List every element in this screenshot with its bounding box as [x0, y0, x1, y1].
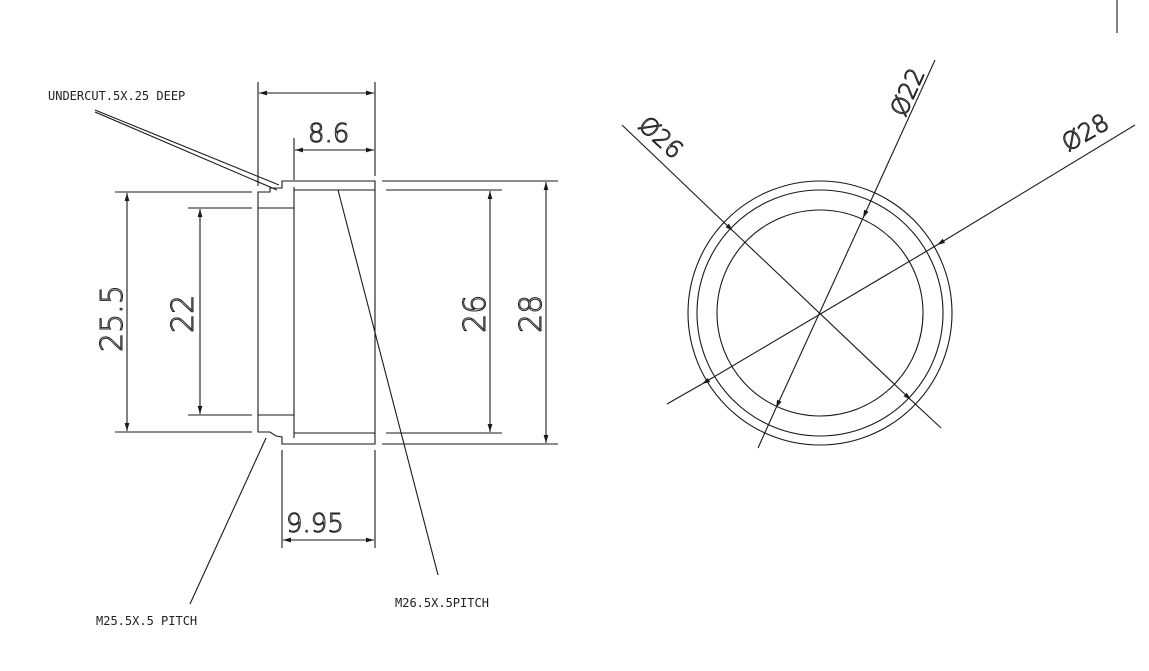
note-thread-small: M25.5X.5 PITCH [96, 614, 197, 628]
thread-length-dimension: 9.95 [281, 450, 376, 548]
thread-large-leader: M26.5X.5PITCH [337, 189, 489, 610]
note-thread-large: M26.5X.5PITCH [395, 596, 489, 610]
thread-small-leader: M25.5X.5 PITCH [96, 437, 267, 628]
thread-small-dia-dimension: 25.5 [95, 191, 252, 433]
middle-circle [696, 189, 944, 437]
outer-circle [687, 180, 953, 446]
end-view: Ø26 Ø22 Ø28 [621, 59, 1136, 449]
overall-length-dimension [257, 82, 376, 186]
dim-bore-dia: 22 [166, 295, 201, 333]
dim-step-length: 8.6 [308, 119, 349, 149]
dim-dia-28: Ø28 [1057, 108, 1114, 157]
dim-thread-small-dia: 25.5 [95, 285, 130, 352]
outer-dia-dimension: 28 [382, 180, 558, 445]
dia-26-dimension: Ø26 [621, 110, 942, 429]
dia-28-dimension: Ø28 [666, 108, 1136, 405]
dim-dia-26: Ø26 [633, 111, 688, 165]
dia-22-dimension: Ø22 [757, 59, 936, 449]
side-view: 8.6 25.5 22 26 28 [48, 82, 558, 628]
part-outline [257, 180, 376, 445]
inner-circle [716, 209, 924, 417]
inner-dia-dimension: 26 [386, 189, 502, 434]
dim-thread-length: 9.95 [286, 509, 344, 539]
note-undercut: UNDERCUT.5X.25 DEEP [48, 89, 185, 103]
bore-dia-dimension: 22 [166, 207, 252, 416]
step-length-dimension: 8.6 [293, 119, 374, 180]
undercut-leader: UNDERCUT.5X.25 DEEP [48, 89, 280, 191]
dim-outer-dia: 28 [514, 295, 549, 333]
dim-dia-22: Ø22 [885, 64, 931, 121]
dim-inner-dia: 26 [458, 295, 493, 333]
